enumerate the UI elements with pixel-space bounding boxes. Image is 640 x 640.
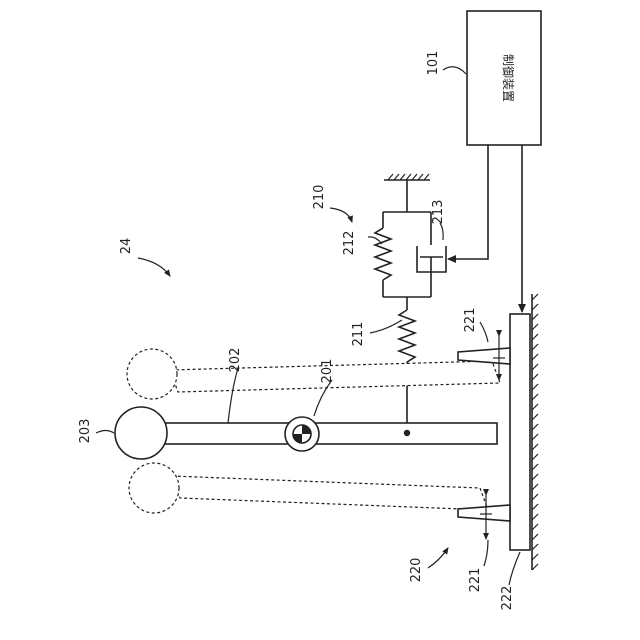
ground-hatch-right bbox=[532, 294, 538, 570]
ref-101: 101 bbox=[426, 51, 441, 76]
arm-position-lower bbox=[172, 476, 488, 510]
arm-spring-joint bbox=[404, 430, 410, 436]
ref-221-top: 221 bbox=[463, 308, 478, 333]
controller-device: 制御装置 bbox=[467, 11, 541, 145]
signal-line-to-damper bbox=[448, 145, 488, 259]
ref-203: 203 bbox=[78, 419, 93, 444]
spring-212 bbox=[375, 228, 391, 280]
controller-box-label: 制御装置 bbox=[501, 54, 516, 102]
arrow-24 bbox=[138, 258, 170, 276]
ref-221-bottom: 221 bbox=[468, 568, 483, 593]
ref-212: 212 bbox=[342, 231, 357, 256]
ref-213: 213 bbox=[431, 200, 446, 225]
weight-position-upper bbox=[127, 349, 177, 399]
ref-201: 201 bbox=[320, 359, 335, 384]
weight-position-lower bbox=[129, 463, 179, 513]
ref-202: 202 bbox=[228, 348, 243, 373]
arrow-220 bbox=[428, 548, 448, 568]
ref-222: 222 bbox=[500, 586, 515, 611]
ref-211: 211 bbox=[351, 322, 366, 347]
ground-top bbox=[384, 174, 430, 180]
ref-24: 24 bbox=[119, 238, 134, 255]
pivot-201 bbox=[285, 417, 319, 451]
arrow-210 bbox=[330, 208, 352, 222]
spring-211 bbox=[399, 310, 415, 362]
arm-position-upper bbox=[170, 361, 500, 392]
ref-220: 220 bbox=[409, 558, 424, 583]
arm-202 bbox=[160, 423, 497, 444]
platform-222 bbox=[510, 314, 530, 550]
base-platform bbox=[510, 294, 538, 570]
ref-210: 210 bbox=[312, 185, 327, 210]
control-signal-lines bbox=[448, 145, 522, 312]
weight-203 bbox=[115, 407, 167, 459]
